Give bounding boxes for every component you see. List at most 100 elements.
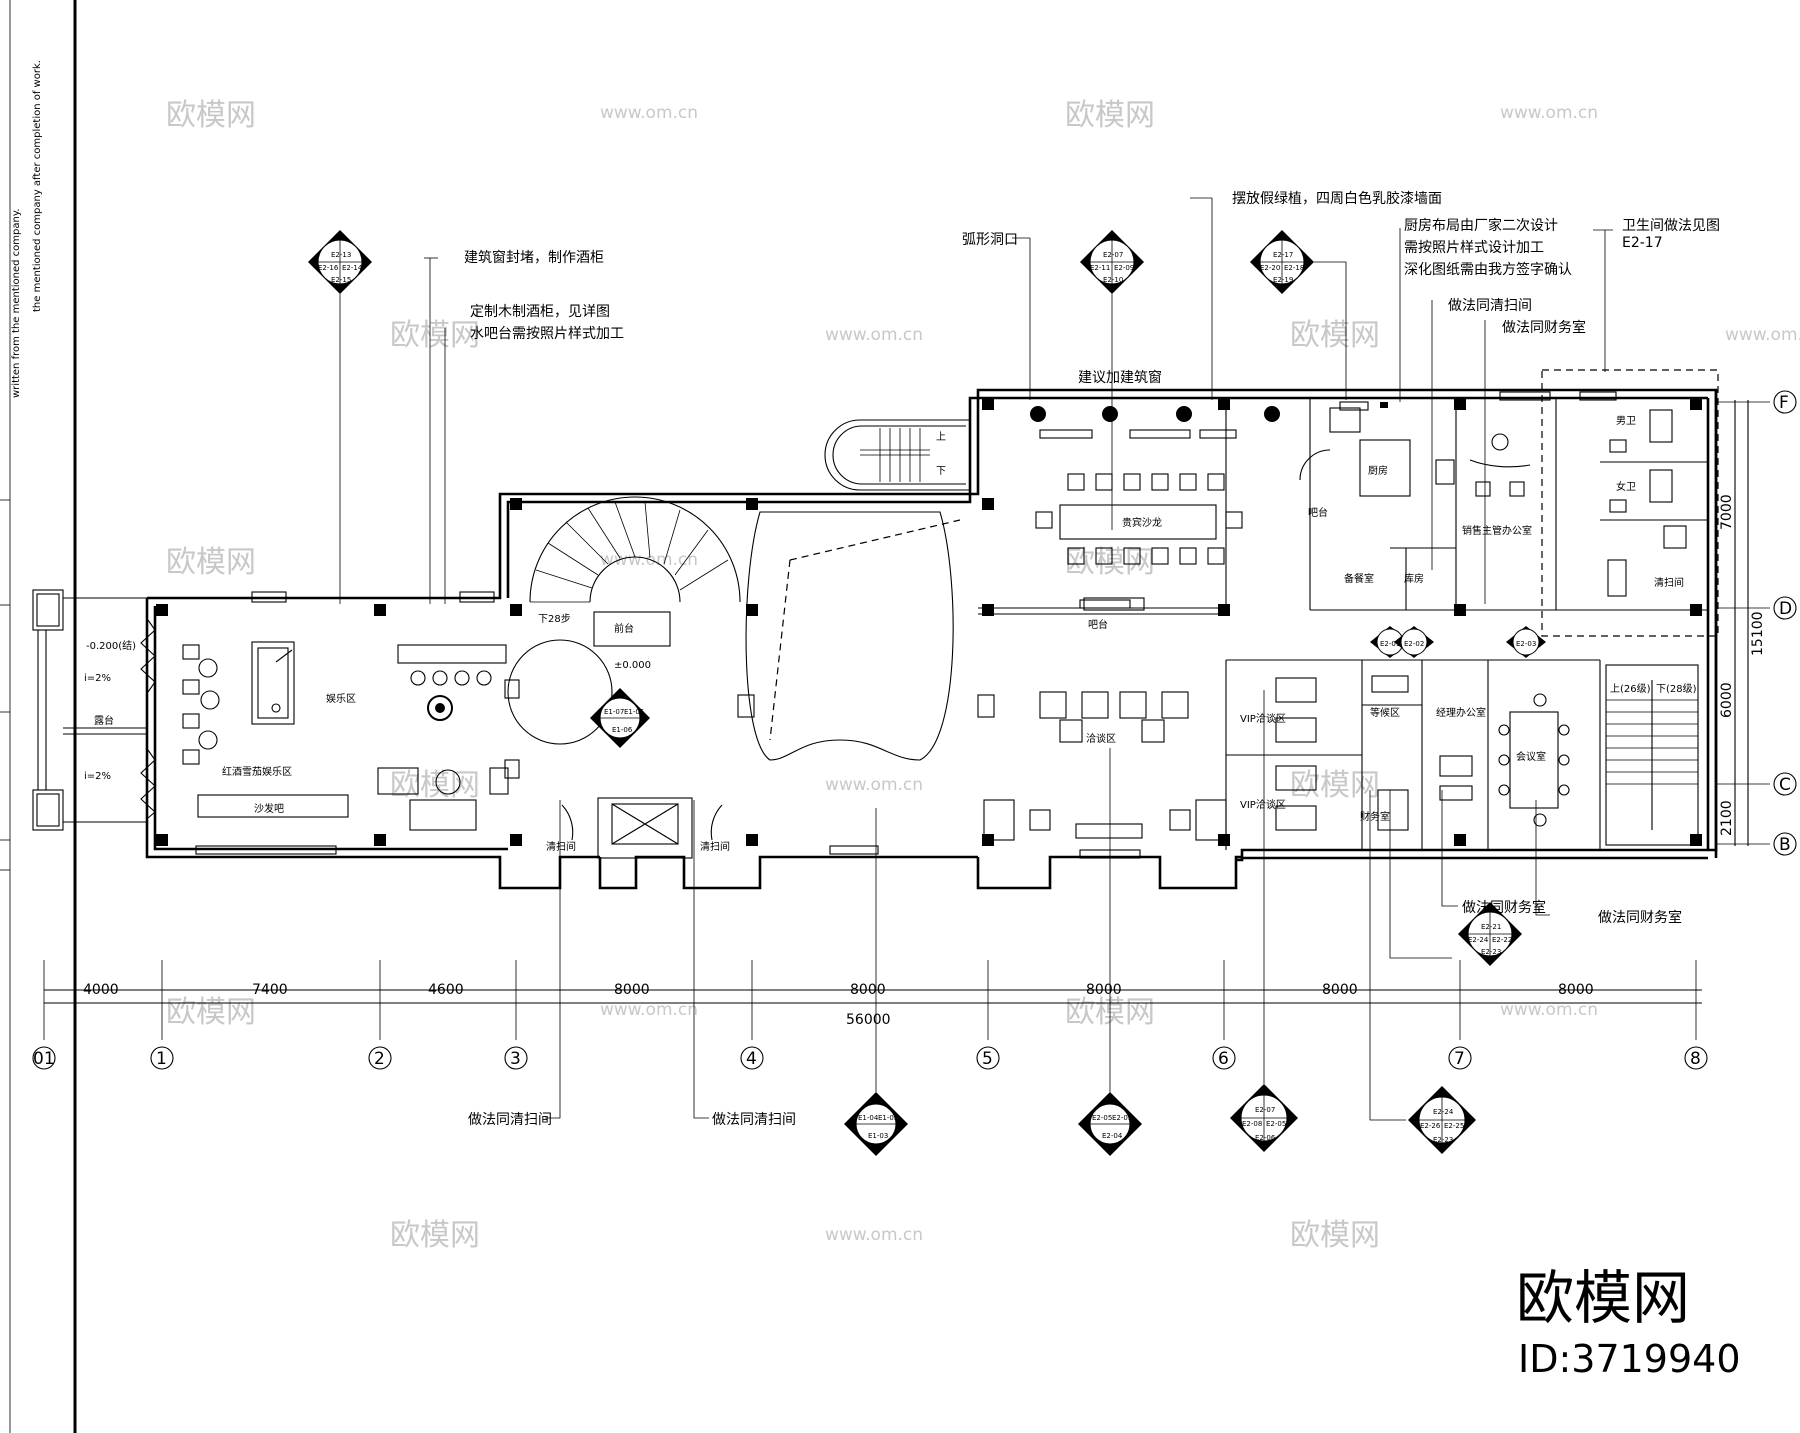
marker-ref: E2-10 bbox=[1103, 276, 1123, 284]
span-3: 4600 bbox=[428, 982, 464, 998]
marker-ref: E2-07 bbox=[1255, 1106, 1275, 1114]
marker-ref: E2-21 bbox=[1481, 923, 1501, 931]
span-y-2: 6000 bbox=[1719, 682, 1735, 718]
note-wine-cabinet-2: 水吧台需按照片样式加工 bbox=[470, 326, 624, 342]
sofa-bar-label: 沙发吧 bbox=[254, 802, 284, 815]
axis-label-y: F bbox=[1779, 393, 1789, 413]
entertainment-label: 娱乐区 bbox=[326, 692, 356, 705]
watermark-site: www.om.cn bbox=[1500, 103, 1598, 123]
elevation-marker-1: E2-13 E2-14 E2-15 E2-16 bbox=[308, 230, 372, 604]
dimension-chain-y bbox=[1716, 400, 1770, 846]
marker-ref: E2-24 bbox=[1433, 1108, 1454, 1116]
pantry-label-2: 吧台 bbox=[1308, 506, 1328, 519]
restrooms bbox=[1607, 409, 1687, 597]
marker-ref: E2-08 bbox=[1242, 1120, 1262, 1128]
marker-ref: E2-09 bbox=[1114, 264, 1134, 272]
total-span: 56000 bbox=[846, 1012, 891, 1028]
vip-label-2: VIP洽谈区 bbox=[1240, 798, 1286, 811]
note-same-finance-top: 做法同财务室 bbox=[1502, 319, 1586, 336]
axis-bubbles-x: 01 1 2 3 4 5 6 7 8 bbox=[32, 1046, 1708, 1070]
serving-label: 备餐室 bbox=[1344, 572, 1374, 585]
elevation-marker-2: E2-07 E2-09 E2-10 E2-11 bbox=[1080, 230, 1144, 530]
marker-ref: E1-06 bbox=[612, 726, 633, 734]
sheet-border bbox=[0, 0, 77, 1433]
span-y-3: 2100 bbox=[1719, 800, 1735, 836]
stair-down-label: 下 bbox=[936, 466, 946, 477]
axis-label: 2 bbox=[374, 1049, 385, 1069]
up-26-label: 上(26级) bbox=[1610, 683, 1651, 695]
marker-ref: E2-02 bbox=[1404, 640, 1424, 648]
span-y-1: 7000 bbox=[1719, 494, 1735, 530]
marker-ref: E1-05 bbox=[624, 708, 644, 716]
spiral-stair bbox=[529, 496, 741, 647]
note-same-finance-b2: 做法同财务室 bbox=[1598, 909, 1682, 926]
marker-ref: E1-03 bbox=[868, 1132, 888, 1140]
note-same-cleaning-top: 做法同清扫间 bbox=[1448, 298, 1532, 314]
span-1: 4000 bbox=[83, 982, 119, 998]
finance-label: 财务室 bbox=[1360, 810, 1390, 823]
down-28-label: 下28步 bbox=[538, 613, 571, 625]
axis-bubbles-y: F D C B bbox=[1773, 390, 1797, 856]
negotiation-area bbox=[983, 691, 1227, 841]
meeting-label: 会议室 bbox=[1516, 750, 1546, 763]
kitchen-label: 厨房 bbox=[1368, 464, 1388, 477]
level-terrace: -0.200(结) bbox=[86, 639, 136, 652]
marker-ref: E2-24 bbox=[1468, 936, 1489, 944]
vip-label-1: VIP洽谈区 bbox=[1240, 712, 1286, 725]
watermark-site: www.om.cn bbox=[600, 103, 698, 123]
waiting-label: 等候区 bbox=[1370, 706, 1400, 719]
marker-ref: E1-02 bbox=[878, 1114, 898, 1122]
vip-sofa-label: 贵宾沙龙 bbox=[1122, 516, 1162, 529]
marker-ref: E2-22 bbox=[1492, 936, 1512, 944]
marker-ref: E2-04 bbox=[1102, 1132, 1123, 1140]
model-id: ID:3719940 bbox=[1518, 1337, 1741, 1381]
watermark-site: www.om.cn bbox=[1500, 1000, 1598, 1020]
women-label: 女卫 bbox=[1616, 480, 1636, 493]
elevation-marker-5: E2-03 bbox=[1506, 626, 1546, 658]
axis-label-y: D bbox=[1779, 599, 1792, 619]
sales-office bbox=[1469, 433, 1531, 497]
note-restroom-2: E2-17 bbox=[1622, 235, 1663, 251]
span-4: 8000 bbox=[614, 982, 650, 998]
note-plants: 摆放假绿植，四周白色乳胶漆墙面 bbox=[1232, 190, 1442, 207]
structural-columns bbox=[156, 398, 1702, 846]
slope-2: i=2% bbox=[84, 771, 111, 782]
axis-label: 7 bbox=[1454, 1049, 1465, 1069]
cleaning-room-a: 清扫间 bbox=[546, 840, 576, 853]
elevation-marker-6: E1-07 E1-05 E1-06 bbox=[590, 688, 650, 748]
dimension-values-y: 7000 6000 2100 15100 bbox=[1719, 494, 1766, 836]
note-same-finance-b1: 做法同财务室 bbox=[1462, 899, 1546, 916]
kitchen-cluster bbox=[1299, 407, 1455, 497]
plant-symbols bbox=[427, 406, 1280, 721]
central-hall bbox=[504, 511, 995, 779]
axis-label: 3 bbox=[510, 1049, 521, 1069]
elevation-marker-b2: E2-05 E2-03 E2-04 bbox=[1078, 748, 1142, 1156]
watermark-site: www.om.cn bbox=[825, 1225, 923, 1245]
windows-north bbox=[195, 391, 1617, 859]
sales-office-label: 销售主管办公室 bbox=[1462, 524, 1532, 537]
marker-ref: E2-23 bbox=[1433, 1136, 1453, 1144]
watermark-brand: 欧模网 bbox=[166, 995, 256, 1030]
note-window-sealed: 建筑窗封堵，制作酒柜 bbox=[464, 249, 604, 266]
elevation-marker-b1: E1-04 E1-02 E1-03 bbox=[844, 808, 908, 1156]
watermark-site: www.om.cn bbox=[825, 325, 923, 345]
marker-ref: E2-13 bbox=[331, 251, 351, 259]
pantry-label: 吧台 bbox=[1088, 618, 1108, 631]
marker-ref: E2-19 bbox=[1273, 276, 1293, 284]
elevation-marker-b3: E2-07 E2-08 E2-05 E2-06 bbox=[1230, 690, 1298, 1152]
note-arc-opening: 弧形洞口 bbox=[962, 232, 1018, 248]
axis-label-y: C bbox=[1779, 775, 1791, 795]
note-restroom-1: 卫生间做法见图 bbox=[1622, 218, 1720, 234]
watermark-site: www.om.cn bbox=[1725, 325, 1800, 345]
down-28b-label: 下(28级) bbox=[1656, 683, 1697, 695]
marker-ref: E2-16 bbox=[318, 264, 339, 272]
marker-ref: E1-04 bbox=[858, 1114, 879, 1122]
axis-label: 1 bbox=[156, 1049, 167, 1069]
marker-ref: E2-15 bbox=[331, 276, 351, 284]
watermark-site: www.om.cn bbox=[600, 550, 698, 570]
elevation-marker-4: E2-01 E2-02 bbox=[1370, 626, 1434, 658]
leader-lines bbox=[424, 197, 1613, 1121]
note-same-cleaning-b1: 做法同清扫间 bbox=[468, 1112, 552, 1128]
watermark-brand: 欧模网 bbox=[166, 98, 256, 133]
